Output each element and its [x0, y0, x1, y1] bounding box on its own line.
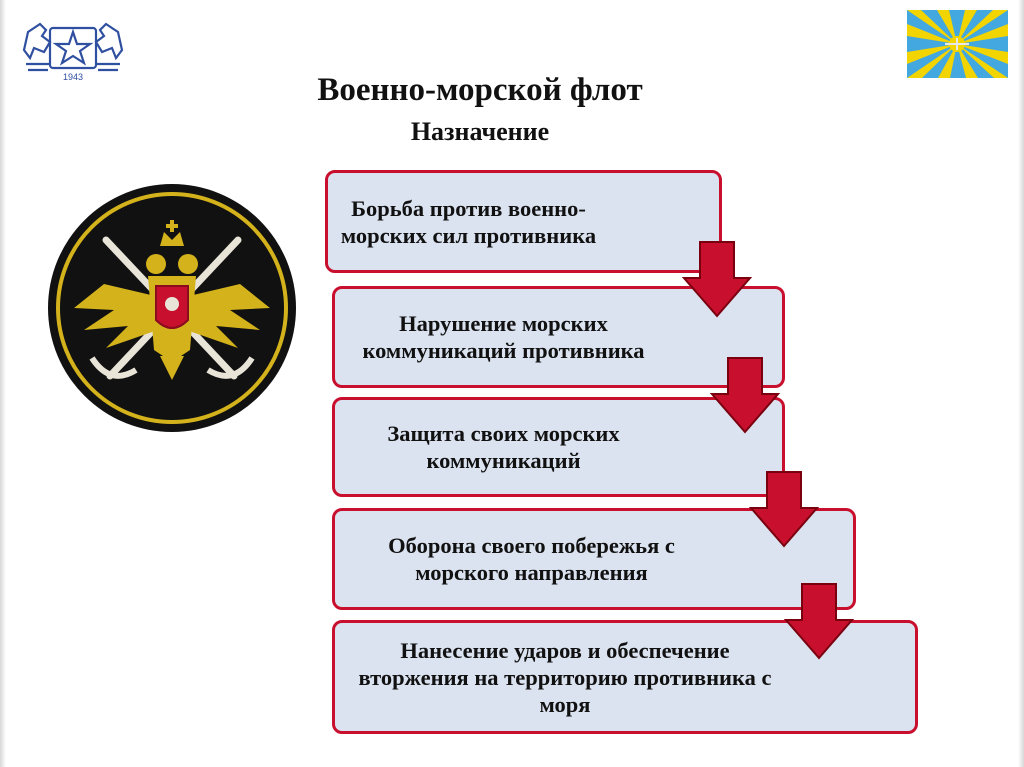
- slide-edge-left: [0, 0, 6, 767]
- arrow-down-icon: [710, 357, 780, 434]
- navy-patch-emblem-icon: [48, 184, 296, 432]
- step-text-3: Защита своих морских коммуникаций: [387, 421, 620, 473]
- step-text-2: Нарушение морских коммуникаций противник…: [362, 311, 645, 363]
- step-text-1: Борьба против военно-морских сил противн…: [340, 195, 597, 248]
- slide-edge-right: [1018, 0, 1024, 767]
- step-text-4: Оборона своего побережья с морского напр…: [388, 533, 675, 585]
- step-box-1: Борьба против военно-морских сил противн…: [325, 170, 722, 273]
- air-force-flag-icon: [907, 10, 1008, 78]
- page-title: Военно-морской флот: [317, 72, 643, 108]
- arrow-down-icon: [784, 583, 854, 660]
- arrow-down-icon: [749, 471, 819, 548]
- svg-text:1943: 1943: [63, 72, 83, 82]
- step-box-4: Оборона своего побережья с морского напр…: [332, 508, 856, 610]
- arrow-down-icon: [682, 241, 752, 318]
- step-box-3: Защита своих морских коммуникаций: [332, 397, 785, 497]
- university-crest-icon: 1943: [22, 22, 124, 82]
- step-box-2: Нарушение морских коммуникаций противник…: [332, 286, 785, 388]
- page-subtitle: Назначение: [410, 117, 550, 146]
- step-text-5: Нанесение ударов и обеспечение вторжения…: [358, 637, 772, 717]
